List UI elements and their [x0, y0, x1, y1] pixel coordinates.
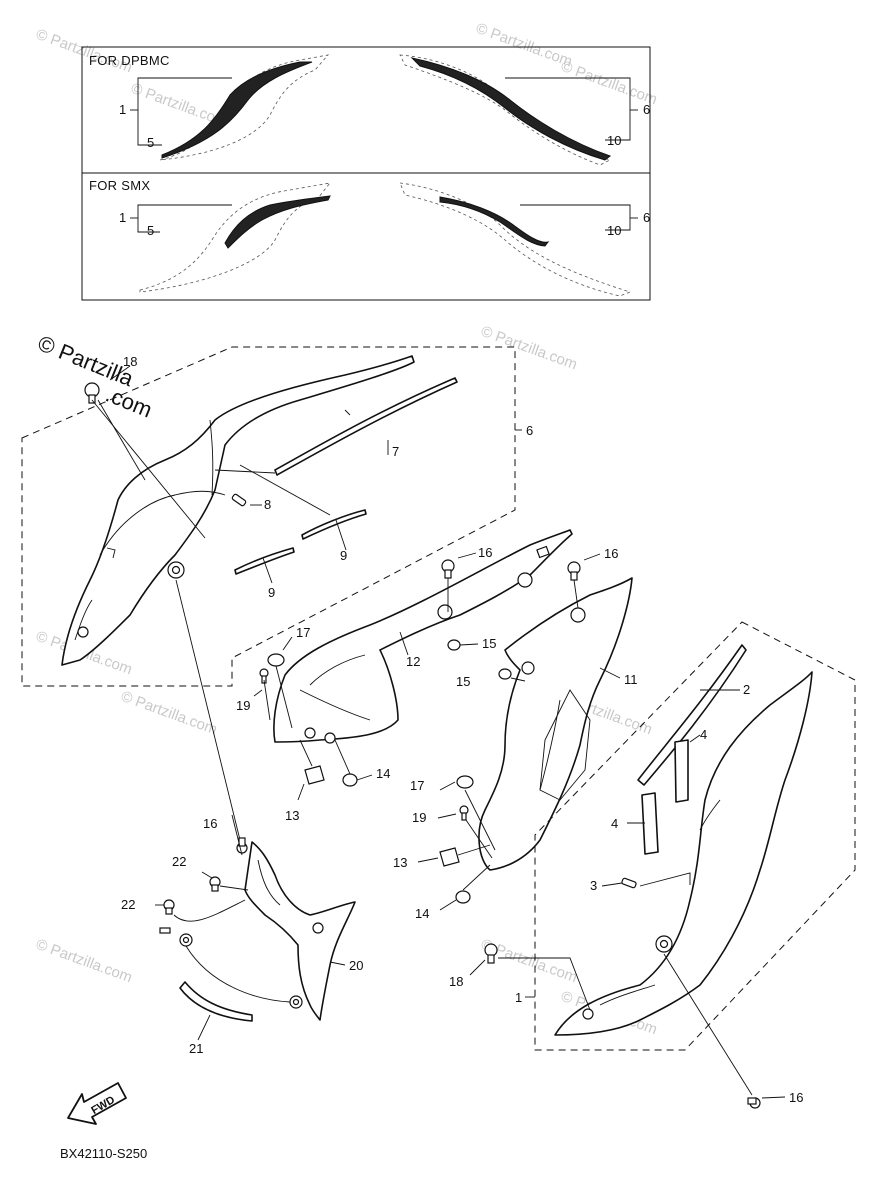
side-cover-assembly-right: 2 4 4 3 18 1 16 [449, 644, 813, 1109]
fwd-arrow: FWD [67, 1082, 127, 1125]
callout-8: 8 [264, 497, 271, 512]
collar-14 [455, 890, 471, 904]
side-cover-assembly-left: 6 18 7 8 9 9 [21, 346, 533, 841]
callout-4: 4 [700, 727, 707, 742]
callout-18: 18 [123, 354, 137, 369]
copyright-watermark: © Partzilla .com [34, 330, 156, 422]
callout-13: 13 [393, 855, 407, 870]
callout-20: 20 [349, 958, 363, 973]
watermark: © Partzilla.com [474, 20, 575, 71]
bolt-18 [484, 943, 498, 964]
inner-cover-12 [273, 529, 573, 743]
screw-22 [209, 876, 221, 892]
diagram-reference: BX42110-S250 [60, 1146, 147, 1161]
collar-14 [342, 773, 358, 787]
callout-16: 16 [789, 1090, 803, 1105]
side-cover-panel [61, 355, 415, 666]
grommet-17 [456, 775, 474, 789]
callout-16: 16 [478, 545, 492, 560]
nut-15 [498, 668, 512, 680]
callout-1: 1 [119, 210, 126, 225]
emblem-small [301, 509, 367, 540]
callout-10: 10 [607, 133, 621, 148]
callout-6: 6 [643, 210, 650, 225]
callout-3: 3 [590, 878, 597, 893]
callout-15: 15 [482, 636, 496, 651]
callout-1: 1 [515, 990, 522, 1005]
callout-17: 17 [296, 625, 310, 640]
screw-19 [459, 805, 469, 821]
callout-6: 6 [526, 423, 533, 438]
callout-21: 21 [189, 1041, 203, 1056]
watermark: © Partzilla.com [479, 323, 580, 374]
callout-13: 13 [285, 808, 299, 823]
reflector-4 [641, 792, 659, 855]
callout-18: 18 [449, 974, 463, 989]
callout-19: 19 [412, 810, 426, 825]
under-cover-20 [244, 841, 356, 1021]
callout-9: 9 [268, 585, 275, 600]
callout-5: 5 [147, 135, 154, 150]
grommet [289, 995, 303, 1009]
callout-15: 15 [456, 674, 470, 689]
clip-nut-13 [439, 847, 460, 867]
nut-15 [447, 639, 461, 651]
screw-22 [163, 899, 175, 915]
lower-cover-assembly: 22 22 20 21 [121, 841, 363, 1056]
emblem-clip [231, 493, 247, 507]
inset-title-dpbmc: FOR DPBMC [89, 53, 170, 68]
side-cover-panel-right [554, 671, 813, 1036]
inset-title-smx: FOR SMX [89, 178, 150, 193]
clip-3 [621, 877, 637, 889]
watermark: © Partzilla.com [559, 58, 660, 109]
callout-16: 16 [203, 816, 217, 831]
watermark: © Partzilla.com [34, 26, 135, 77]
callout-5: 5 [147, 223, 154, 238]
trim-strip-2 [637, 644, 747, 786]
callout-9: 9 [340, 548, 347, 563]
grommet-17 [267, 653, 285, 667]
reflector-4 [674, 739, 689, 803]
copyright-line2: .com [102, 381, 156, 422]
callout-12: 12 [406, 654, 420, 669]
callout-14: 14 [376, 766, 390, 781]
bolt-16 [747, 1097, 761, 1109]
watermark: © Partzilla.com [34, 936, 135, 987]
callout-10: 10 [607, 223, 621, 238]
callout-17: 17 [410, 778, 424, 793]
grommet [179, 933, 193, 947]
callout-2: 2 [743, 682, 750, 697]
inner-panel-assembly: 16 16 15 15 12 11 17 19 13 14 16 17 19 1… [203, 529, 856, 1051]
callout-22: 22 [172, 854, 186, 869]
callout-19: 19 [236, 698, 250, 713]
variant-inset: FOR DPBMC FOR SMX 1 5 6 10 1 5 6 10 [81, 46, 651, 301]
callout-11: 11 [624, 672, 638, 687]
bolt-18 [84, 382, 100, 404]
callout-6: 6 [643, 102, 650, 117]
callout-1: 1 [119, 102, 126, 117]
trim-21 [179, 981, 253, 1022]
bolt-16 [441, 559, 455, 579]
emblem-strip [274, 377, 458, 476]
callout-22: 22 [121, 897, 135, 912]
bolt-16 [567, 561, 581, 581]
callout-14: 14 [415, 906, 429, 921]
callout-4: 4 [611, 816, 618, 831]
callout-16: 16 [604, 546, 618, 561]
clip-nut-13 [304, 765, 325, 785]
callout-7: 7 [392, 444, 399, 459]
